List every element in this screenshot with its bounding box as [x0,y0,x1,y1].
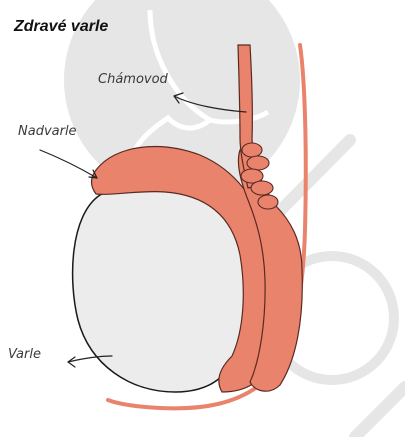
watermark-slash-lower [355,387,405,437]
arrow-epididymis [40,150,97,178]
coil-5 [258,195,278,209]
label-epididymis: Nadvarle [18,124,77,139]
label-testis: Varle [8,347,41,362]
diagram-title: Zdravé varle [14,18,108,36]
label-vas-deferens: Chámovod [98,72,168,87]
coil-4 [251,181,273,195]
coil-2 [247,156,269,170]
coil-1 [242,143,262,157]
